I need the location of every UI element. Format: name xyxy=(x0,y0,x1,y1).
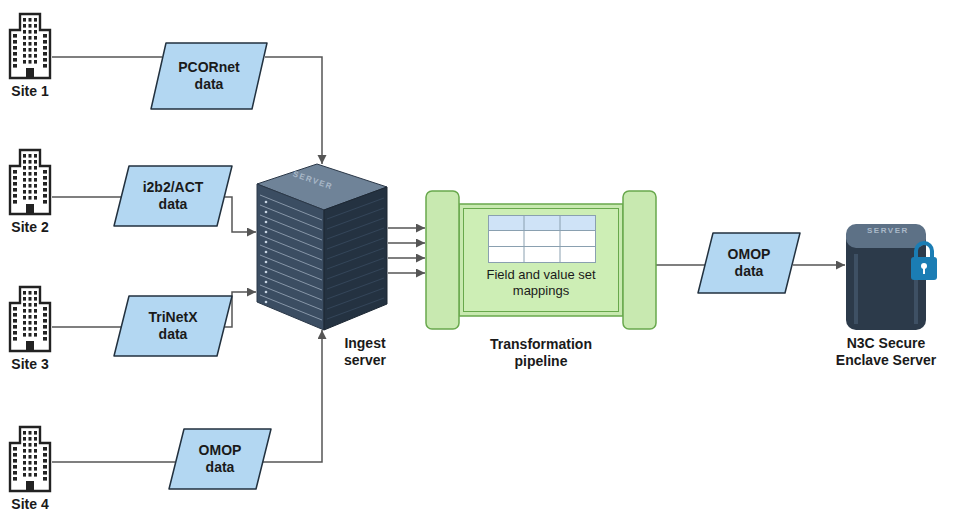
site-node: Site 1 xyxy=(8,12,52,80)
node-heading: Site 4 xyxy=(0,496,76,513)
connector-line xyxy=(656,264,705,266)
mapping-label: Field and value set mappings xyxy=(468,267,614,299)
node-heading: Site 2 xyxy=(0,219,76,236)
server-icon xyxy=(840,220,932,332)
data-parallelogram: TriNetX data xyxy=(113,295,233,357)
server-mark: SERVER xyxy=(867,226,909,235)
building-icon xyxy=(8,425,52,493)
site-node: Site 4 xyxy=(8,425,52,493)
connector-line xyxy=(388,272,425,274)
data-label: PCORnet data xyxy=(172,59,246,93)
data-label: TriNetX data xyxy=(135,309,211,343)
connector-line xyxy=(52,326,121,328)
connector xyxy=(656,265,705,266)
connector-line xyxy=(793,264,845,266)
connector xyxy=(388,228,425,273)
building-icon xyxy=(8,12,52,80)
connector xyxy=(225,197,256,232)
connector-line xyxy=(265,57,322,164)
connector xyxy=(793,265,845,266)
connector-line xyxy=(52,196,121,198)
connector xyxy=(52,462,175,463)
transformation-pipeline: Transformation pipelineField and value s… xyxy=(425,190,657,330)
connector xyxy=(265,57,322,164)
connector-line xyxy=(388,227,425,229)
site-node: Site 3 xyxy=(8,285,52,353)
data-label: OMOP data xyxy=(190,442,250,476)
data-label: i2b2/ACT data xyxy=(135,179,211,213)
connector-line xyxy=(52,461,175,463)
node-heading: Ingest server xyxy=(332,335,398,369)
connector xyxy=(52,197,121,198)
text-wrap: i2b2/ACT data xyxy=(113,165,233,227)
connector xyxy=(52,327,121,328)
connector-line xyxy=(388,242,425,244)
node-heading: Transformation pipeline xyxy=(471,336,611,370)
data-label: OMOP data xyxy=(719,246,779,280)
text-wrap: PCORnet data xyxy=(150,42,268,110)
node-heading: N3C Secure Enclave Server xyxy=(834,335,938,369)
table-icon xyxy=(488,215,596,263)
enclave-server: N3C Secure Enclave Server xyxy=(840,220,932,332)
node-heading: Site 1 xyxy=(0,83,76,100)
text-wrap: TriNetX data xyxy=(113,295,233,357)
connector-line xyxy=(388,257,425,259)
node-heading: Site 3 xyxy=(0,356,76,373)
building-icon xyxy=(8,148,52,216)
data-parallelogram: OMOP data xyxy=(168,428,272,490)
connector-line xyxy=(263,330,322,462)
building-icon xyxy=(8,285,52,353)
connector-line xyxy=(52,56,162,58)
site-node: Site 2 xyxy=(8,148,52,216)
connector xyxy=(52,57,162,58)
data-parallelogram: OMOP data xyxy=(697,232,801,294)
mapping-box: Field and value set mappings xyxy=(463,208,619,312)
connector xyxy=(263,330,322,462)
data-parallelogram: i2b2/ACT data xyxy=(113,165,233,227)
text-wrap: OMOP data xyxy=(168,428,272,490)
text-wrap: OMOP data xyxy=(697,232,801,294)
data-parallelogram: PCORnet data xyxy=(150,42,268,110)
connector-line xyxy=(225,197,256,232)
